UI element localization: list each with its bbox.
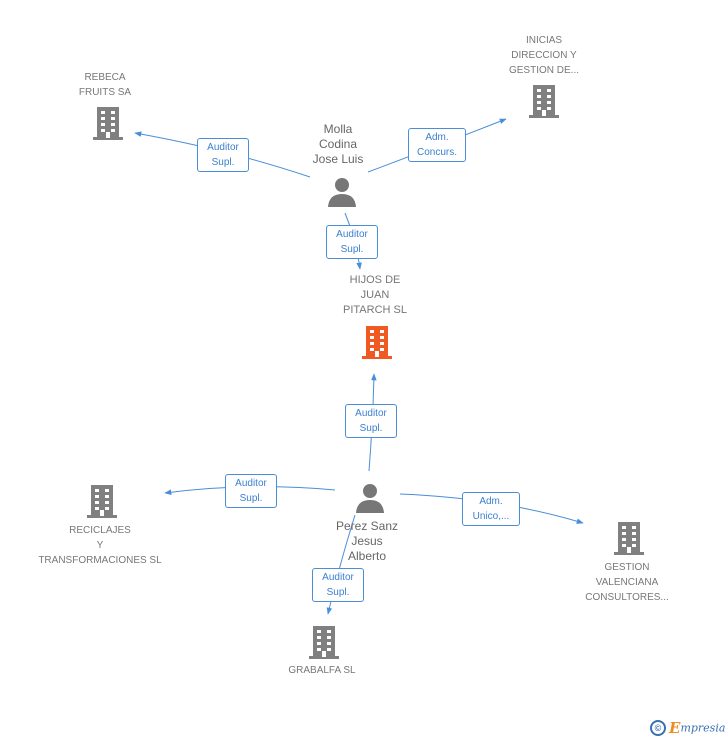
node-label-rebeca: REBECA FRUITS SA	[78, 72, 132, 98]
edge-label-molla-inicias[interactable]: Adm. Concurs.	[408, 128, 466, 162]
node-label-grabalfa: GRABALFA SL	[288, 665, 356, 676]
brand-name: mpresia	[680, 721, 726, 735]
node-label-gestion: GESTION VALENCIANA CONSULTORES...	[585, 562, 669, 603]
node-label-inicias: INICIAS DIRECCION Y GESTION DE...	[508, 35, 579, 76]
edge-label-perez-hijos[interactable]: Auditor Supl.	[345, 404, 397, 438]
node-label-hijos: HIJOS DE JUAN PITARCH SL	[343, 274, 407, 316]
building-icon[interactable]	[613, 521, 645, 555]
person-icon[interactable]	[355, 483, 385, 513]
building-icon[interactable]	[528, 84, 560, 118]
edge-perez-grabalfa	[326, 514, 356, 615]
edge-label-perez-reciclajes[interactable]: Auditor Supl.	[225, 474, 277, 508]
building-icon-focus[interactable]	[361, 325, 393, 359]
building-icon[interactable]	[308, 625, 340, 659]
edge-label-molla-rebeca[interactable]: Auditor Supl.	[197, 138, 249, 172]
brand-logo: ©Empresia	[650, 719, 725, 739]
person-icon[interactable]	[327, 177, 357, 207]
copyright-icon: ©	[650, 720, 666, 736]
edge-label-perez-gestion[interactable]: Adm. Unico,...	[462, 492, 520, 526]
brand-initial: E	[669, 719, 681, 737]
building-icon[interactable]	[92, 106, 124, 140]
building-icon[interactable]	[86, 484, 118, 518]
node-label-molla: Molla Codina Jose Luis	[312, 122, 364, 166]
edge-label-molla-hijos[interactable]: Auditor Supl.	[326, 225, 378, 259]
node-label-perez: Perez Sanz Jesus Alberto	[335, 519, 399, 563]
node-label-reciclajes: RECICLAJES Y TRANSFORMACIONES SL	[38, 525, 162, 566]
edge-label-perez-grabalfa[interactable]: Auditor Supl.	[312, 568, 364, 602]
